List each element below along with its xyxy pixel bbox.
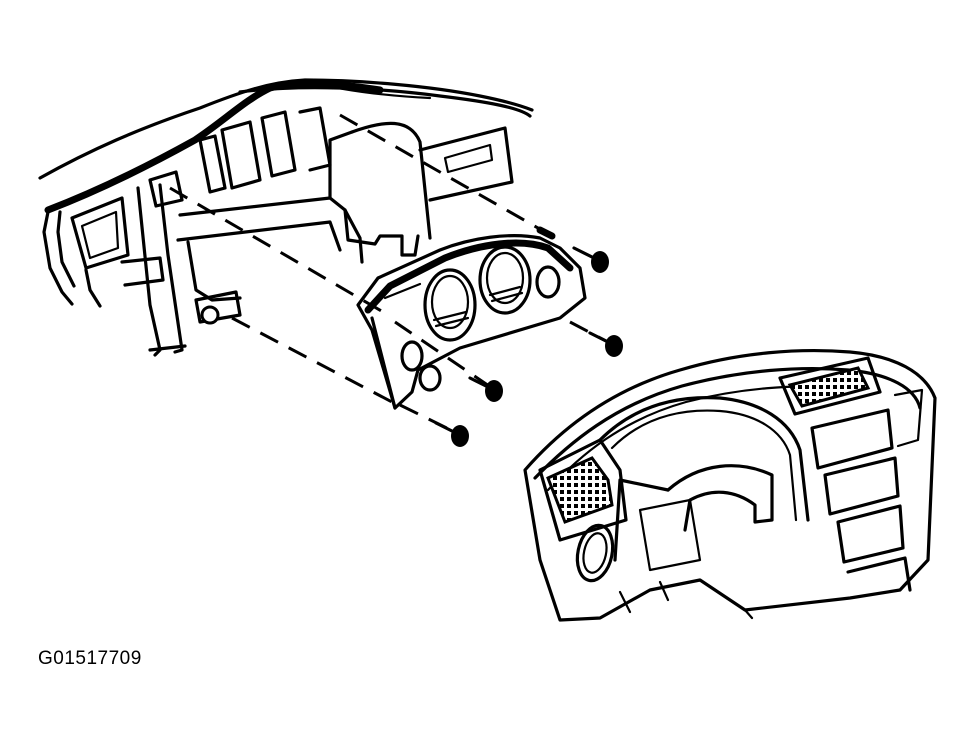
cluster-screw: [434, 226, 623, 447]
figure-id-label: G01517709: [38, 648, 142, 669]
cluster-bezel: [523, 348, 937, 622]
instrument-cluster: [356, 234, 587, 410]
dashboard-carrier: [38, 78, 534, 357]
